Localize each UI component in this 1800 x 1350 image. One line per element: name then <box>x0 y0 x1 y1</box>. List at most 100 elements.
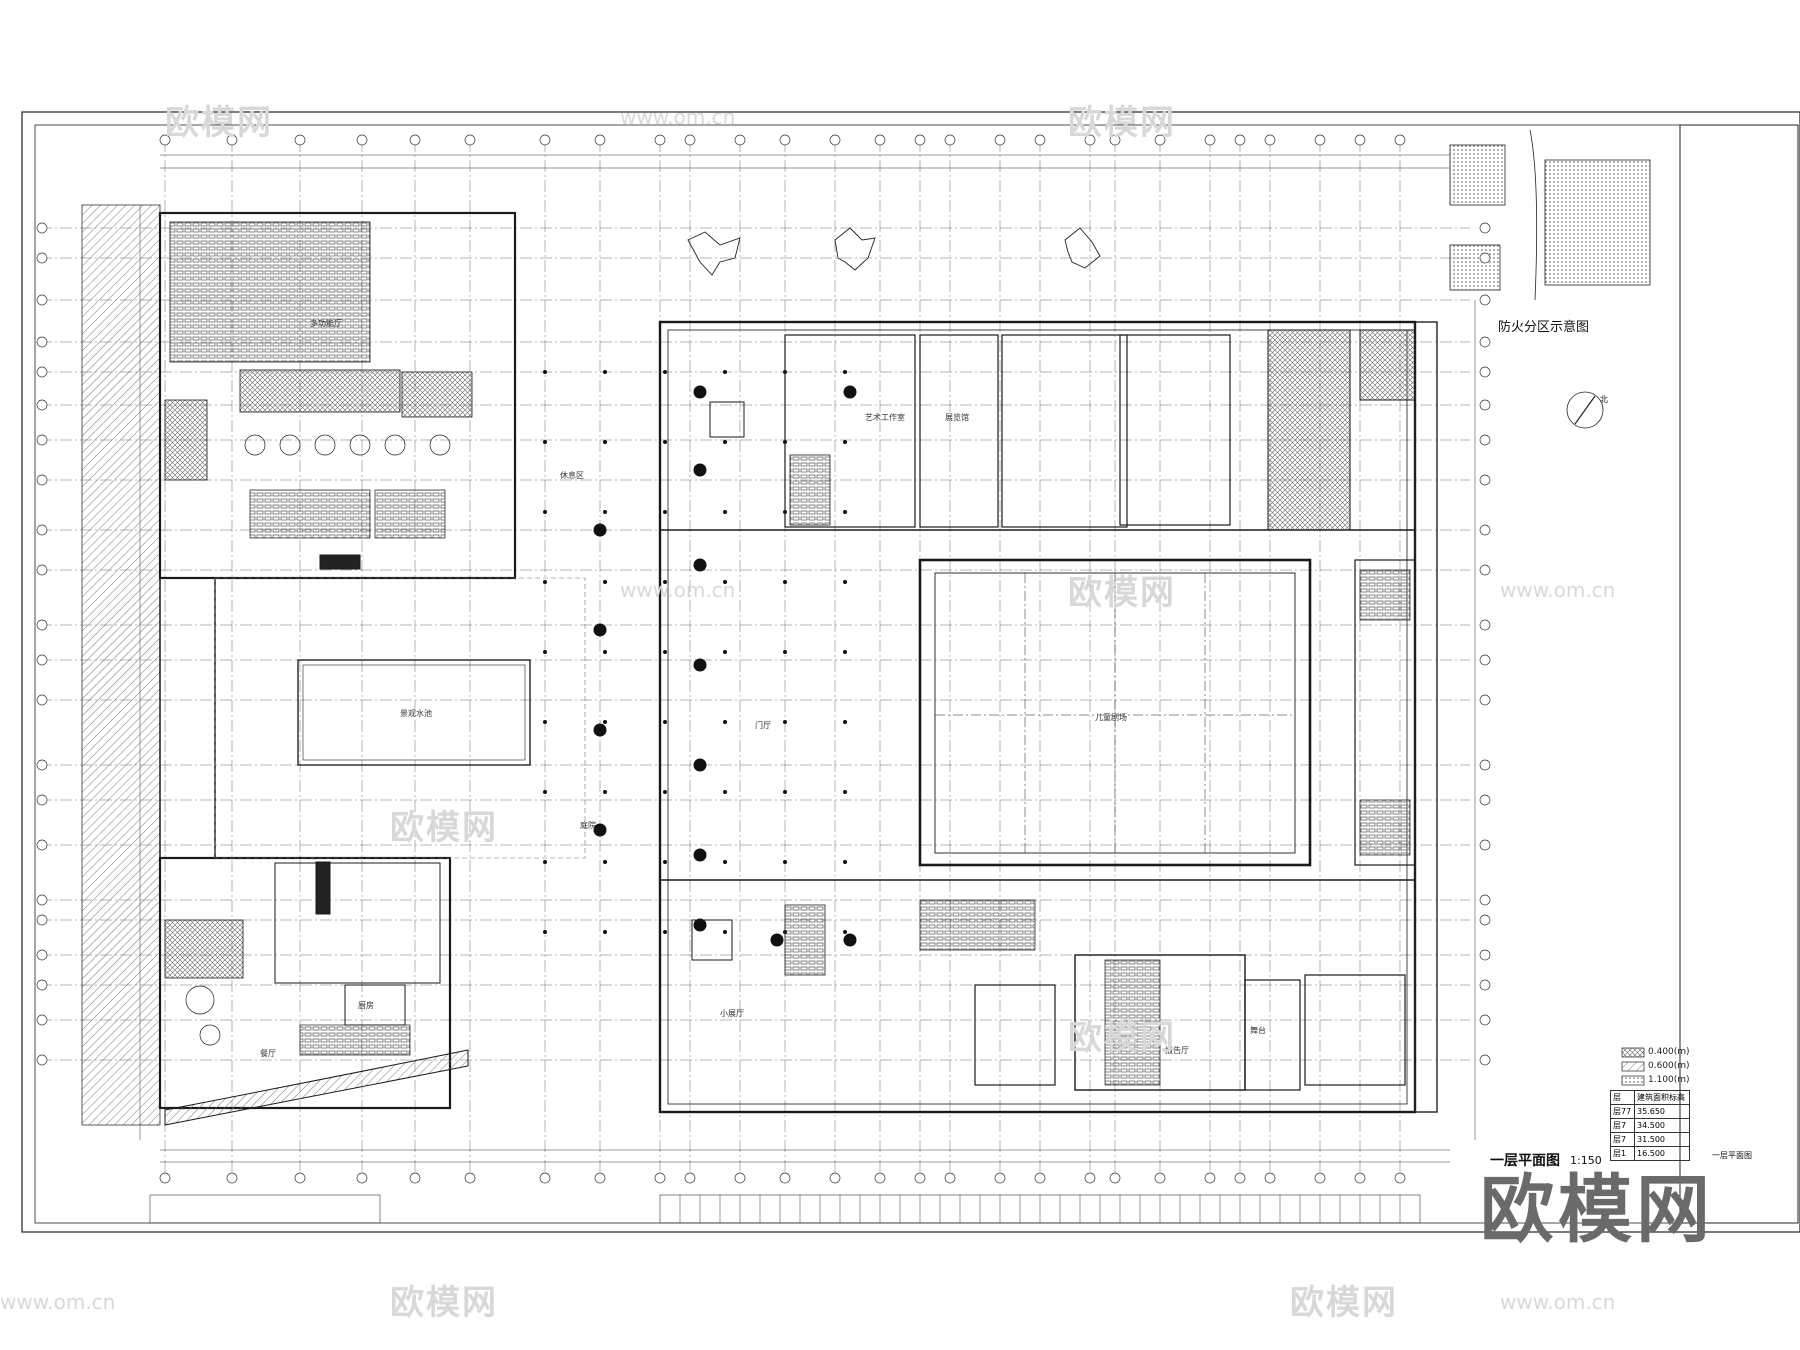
column <box>593 823 607 837</box>
room-label-art-studio: 艺术工作室 <box>865 413 905 422</box>
pool <box>297 659 531 766</box>
axis-bubble <box>36 979 48 991</box>
main-building <box>658 320 1417 1114</box>
table-cell: 35.650 <box>1634 1104 1690 1119</box>
axis-bubble <box>1479 794 1491 806</box>
column-small <box>723 720 727 724</box>
column-small <box>723 440 727 444</box>
axis-bubble <box>356 1172 368 1184</box>
table-header: 层 <box>1609 1090 1636 1105</box>
room-label-multi-hall: 多功能厅 <box>310 319 342 328</box>
table-cell: 层77 <box>1609 1104 1636 1119</box>
axis-bubble <box>1479 474 1491 486</box>
watermark-url: www.om.cn <box>620 578 736 602</box>
legend-label-3: 1.100(m) <box>1648 1075 1690 1085</box>
axis-bubble <box>874 1172 886 1184</box>
axis-bubble <box>994 1172 1006 1184</box>
axis-bubble <box>36 694 48 706</box>
axis-bubble <box>36 794 48 806</box>
column-small <box>663 860 667 864</box>
column-small <box>543 720 547 724</box>
axis-bubble <box>36 222 48 234</box>
axis-bubble <box>594 1172 606 1184</box>
legend-swatches <box>1621 1047 1645 1086</box>
table-row: 层7 34.500 <box>1609 1118 1690 1133</box>
column <box>593 723 607 737</box>
axis-bubble <box>356 134 368 146</box>
column-small <box>543 510 547 514</box>
room-label-stage: 舞台 <box>1250 1026 1266 1035</box>
axis-bubble <box>159 134 171 146</box>
room-label-kitchen: 厨房 <box>358 1001 374 1010</box>
axis-bubble <box>36 399 48 411</box>
column-small <box>843 510 847 514</box>
axis-bubble <box>829 134 841 146</box>
column-small <box>843 440 847 444</box>
column-small <box>723 370 727 374</box>
table-cell: 31.500 <box>1634 1132 1690 1147</box>
column-small <box>843 650 847 654</box>
table-cell: 层7 <box>1609 1132 1636 1147</box>
axis-bubble <box>1354 134 1366 146</box>
left-building <box>158 211 517 1126</box>
column-small <box>783 650 787 654</box>
axis-bubble <box>994 134 1006 146</box>
axis-bubble <box>734 1172 746 1184</box>
axis-bubble <box>779 134 791 146</box>
axis-bubble <box>1479 336 1491 348</box>
axis-bubble <box>1479 366 1491 378</box>
column-small <box>783 790 787 794</box>
axis-bubble <box>1234 1172 1246 1184</box>
column-small <box>543 440 547 444</box>
plan-title: 一层平面图 <box>1490 1153 1560 1169</box>
axis-bubble <box>654 1172 666 1184</box>
column-small <box>603 370 607 374</box>
courtyard <box>214 577 586 859</box>
column <box>693 848 707 862</box>
column-small <box>603 790 607 794</box>
axis-bubble <box>1084 134 1096 146</box>
column-small <box>663 440 667 444</box>
table-cell: 层1 <box>1609 1146 1636 1161</box>
legend-label-1: 0.400(m) <box>1648 1047 1690 1057</box>
axis-bubble <box>539 134 551 146</box>
room-label-restaurant: 餐厅 <box>260 1049 276 1058</box>
sheet-frame <box>21 111 1800 1233</box>
axis-bubble <box>1479 399 1491 411</box>
watermark-logo: 欧模网 <box>390 808 498 848</box>
column-small <box>843 860 847 864</box>
plan-scale: 1:150 <box>1570 1154 1602 1167</box>
column-small <box>603 440 607 444</box>
axis-bubble <box>1264 1172 1276 1184</box>
axis-bubble <box>1109 1172 1121 1184</box>
axis-bubble <box>1479 759 1491 771</box>
axis-bubble <box>294 134 306 146</box>
axis-bubble <box>539 1172 551 1184</box>
axis-bubble <box>654 134 666 146</box>
axis-bubble <box>594 134 606 146</box>
axis-bubble <box>36 294 48 306</box>
axis-bubble <box>1479 894 1491 906</box>
room-label-children-theater: 儿童剧场 <box>1095 713 1127 722</box>
watermark-logo: 欧模网 <box>165 103 273 143</box>
axis-bubble <box>1034 134 1046 146</box>
hatched-strip <box>81 204 161 1126</box>
axis-bubble <box>1479 524 1491 536</box>
column <box>693 658 707 672</box>
axis-bubble <box>1204 134 1216 146</box>
axis-bubble <box>1394 1172 1406 1184</box>
axis-bubble <box>36 1054 48 1066</box>
axis-bubble <box>226 1172 238 1184</box>
axis-bubble <box>734 134 746 146</box>
fire-zone-title: 防火分区示意图 <box>1498 320 1590 335</box>
axis-bubble <box>1234 134 1246 146</box>
column-small <box>543 860 547 864</box>
room-label-lecture-hall: 报告厅 <box>1165 1046 1189 1055</box>
column <box>693 463 707 477</box>
column <box>693 758 707 772</box>
axis-bubble <box>1479 434 1491 446</box>
column <box>843 933 857 947</box>
axis-bubble <box>226 134 238 146</box>
table-row: 层77 35.650 <box>1609 1104 1690 1119</box>
axis-bubble <box>36 524 48 536</box>
